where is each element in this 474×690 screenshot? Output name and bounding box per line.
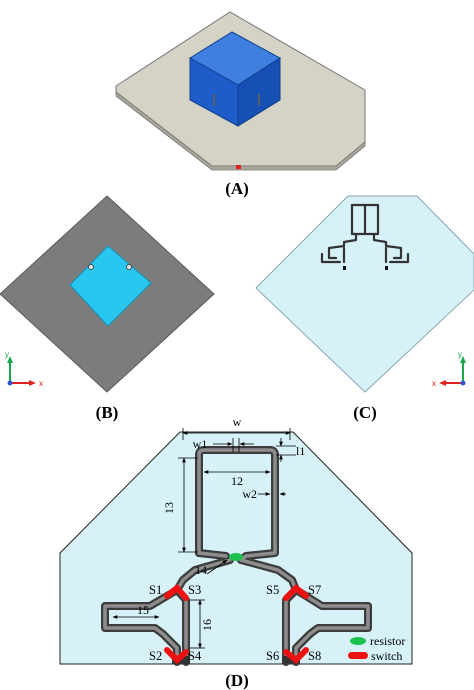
caption-a: (A) (225, 179, 249, 198)
switch-label-s8: S8 (308, 649, 321, 663)
dim-l2: 12 (231, 474, 243, 488)
dim-l5: 15 (137, 603, 149, 617)
dim-l1: l1 (296, 444, 305, 458)
dim-l3: 13 (162, 502, 176, 514)
pin-c-left (343, 266, 346, 270)
pin-c-right (385, 266, 388, 270)
axis-x-label: x (39, 379, 43, 388)
resistor-marker (229, 553, 243, 561)
switch-label-s5: S5 (266, 583, 279, 597)
caption-d: (D) (225, 671, 249, 690)
panel-c-feed-view: y x (255, 195, 474, 393)
dim-w1: w1 (193, 437, 208, 451)
legend-switch-swatch (348, 652, 368, 659)
via-right (126, 264, 132, 270)
panel-d-feed-detail: w w1 l1 12 13 w2 14 15 16 S1 S2 S3 S4 S5… (59, 415, 413, 666)
switch-label-s7: S7 (308, 583, 321, 597)
caption-b: (B) (96, 403, 119, 422)
feed-pin-right (282, 656, 300, 664)
box-right-face (237, 57, 281, 127)
switch-label-s4: S4 (188, 649, 202, 663)
legend-resistor-swatch (350, 637, 366, 645)
dimension-lines (112, 428, 296, 649)
dim-l4: 14 (195, 563, 207, 577)
caption-c: (C) (353, 403, 377, 422)
panel-b-top-view: y x (0, 195, 215, 393)
legend-switch-label: switch (371, 649, 402, 663)
legend-resistor-label: resistor (370, 634, 405, 648)
axis-y-label: y (5, 350, 9, 359)
panel-a-3d-view (115, 11, 366, 171)
switch-label-s6: S6 (266, 649, 279, 663)
legend: resistor switch (348, 634, 405, 663)
ground-plane-3d-edge (115, 91, 366, 171)
axis-triad-b: y x (5, 350, 43, 388)
switch-label-s2: S2 (149, 649, 162, 663)
switch-markers (164, 583, 309, 665)
axis-y-label-c: y (458, 350, 462, 359)
via-left (88, 264, 94, 270)
axis-triad-c: y x (432, 350, 466, 388)
axis-x-label-c: x (432, 379, 436, 388)
feed-trace-c (320, 203, 410, 264)
dim-w: w (233, 415, 242, 429)
substrate-c (255, 195, 474, 393)
switch-label-s1: S1 (149, 583, 162, 597)
dim-w2: w2 (242, 487, 257, 501)
port-marker (236, 165, 241, 169)
switch-label-s3: S3 (188, 583, 201, 597)
dim-l6: 16 (200, 619, 214, 631)
